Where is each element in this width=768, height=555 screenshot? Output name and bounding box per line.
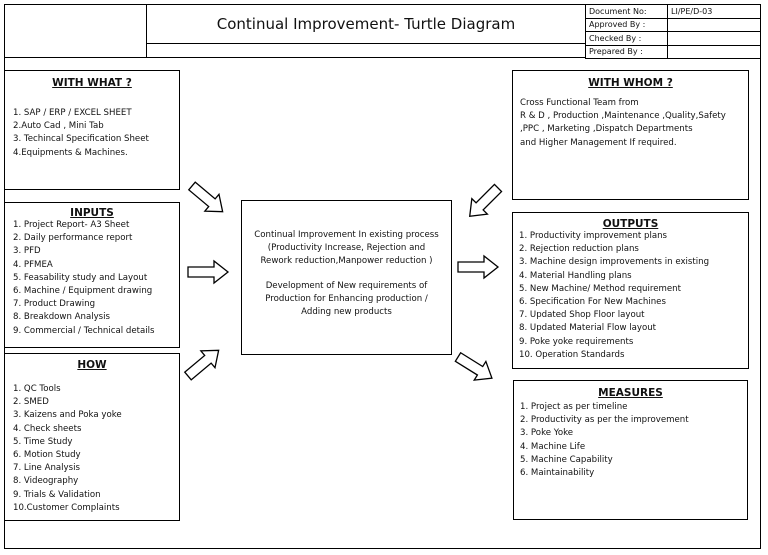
list-item: 5. Feasability study and Layout: [13, 272, 148, 283]
process-line: Production for Enhancing production /: [265, 294, 428, 304]
outputs-list: 1. Productivity improvement plans 2. Rej…: [519, 230, 748, 362]
list-item: 1. SAP / ERP / EXCEL SHEET: [13, 108, 132, 118]
list-item: 2. SMED: [13, 397, 49, 408]
process-line: Continual Improvement In existing proces…: [254, 230, 439, 240]
list-item: 5. New Machine/ Method requirement: [519, 283, 681, 294]
list-item: 3. Kaizens and Poka yoke: [13, 410, 122, 421]
how-title: HOW: [77, 359, 107, 371]
process-line: Development of New requirements of: [265, 281, 428, 291]
list-item: 3. PFD: [13, 246, 41, 257]
list-item: 4. Material Handling plans: [519, 270, 632, 281]
arrow-process-to-measures: [451, 347, 499, 389]
with-what-panel: WITH WHAT ? 1. SAP / ERP / EXCEL SHEET 2…: [4, 70, 180, 190]
list-item: 8. Videography: [13, 476, 79, 487]
list-item: 1. QC Tools: [13, 384, 61, 394]
outputs-title: OUTPUTS: [602, 218, 659, 230]
meta-value: [667, 44, 761, 59]
process-description: Continual Improvement In existing proces…: [242, 229, 451, 268]
list-item: 5. Machine Capability: [520, 454, 613, 465]
list-item: 2. Rejection reduction plans: [519, 244, 639, 255]
list-item: 4. Machine Life: [520, 441, 586, 452]
meta-value: [667, 31, 761, 46]
arrow-how-to-process: [180, 341, 227, 386]
list-item: 8. Breakdown Analysis: [13, 312, 111, 323]
list-item: 9. Trials & Validation: [13, 489, 101, 500]
arrow-with-what-to-process: [184, 176, 231, 221]
list-item: 7. Product Drawing: [13, 299, 96, 310]
list-item: 9. Commercial / Technical details: [13, 325, 155, 336]
list-item: 8. Updated Material Flow layout: [519, 323, 657, 334]
list-item: 6. Motion Study: [13, 450, 81, 461]
arrow-with-whom-to-process: [461, 179, 507, 225]
how-panel: HOW 1. QC Tools 2. SMED 3. Kaizens and P…: [4, 353, 180, 521]
list-item: 4. PFMEA: [13, 259, 53, 270]
list-item: 1. Project as per timeline: [520, 402, 628, 412]
list-item: 5. Time Study: [13, 436, 73, 447]
text-line: and Higher Management If required.: [520, 137, 677, 148]
with-what-list: 1. SAP / ERP / EXCEL SHEET 2.Auto Cad , …: [13, 107, 179, 160]
process-development: Development of New requirements of Produ…: [242, 280, 451, 319]
text-line: Cross Functional Team from: [520, 98, 639, 108]
meta-row: Prepared By :: [585, 44, 761, 59]
process-line: Adding new products: [301, 307, 392, 317]
list-item: 9. Poke yoke requirements: [519, 336, 634, 347]
process-line: (Productivity Increase, Rejection and: [267, 243, 426, 253]
arrow-process-to-outputs: [457, 255, 499, 279]
list-item: 6. Machine / Equipment drawing: [13, 286, 153, 297]
list-item: 3. Poke Yoke: [520, 428, 574, 439]
inputs-panel: INPUTS 1. Project Report- A3 Sheet 2. Da…: [4, 202, 180, 348]
list-item: 4. Check sheets: [13, 423, 82, 434]
document-meta: Document No:LI/PE/D-03 Approved By : Che…: [585, 4, 761, 59]
with-whom-text: Cross Functional Team from R & D , Produ…: [520, 97, 748, 150]
list-item: 6. Maintainability: [520, 468, 595, 479]
with-whom-title: WITH WHOM ?: [588, 77, 673, 89]
text-line: R & D , Production ,Maintenance ,Quality…: [520, 111, 726, 122]
list-item: 2. Productivity as per the improvement: [520, 415, 689, 426]
meta-row: Approved By :: [585, 17, 761, 32]
list-item: 3. Techincal Specification Sheet: [13, 134, 149, 145]
list-item: 2. Daily performance report: [13, 233, 133, 244]
measures-title: MEASURES: [598, 387, 663, 399]
list-item: 4.Equipments & Machines.: [13, 147, 128, 158]
list-item: 7. Updated Shop Floor layout: [519, 310, 645, 321]
arrow-inputs-to-process: [187, 260, 229, 284]
list-item: 10.Customer Complaints: [13, 502, 120, 513]
with-what-title: WITH WHAT ?: [52, 77, 132, 89]
list-item: 2.Auto Cad , Mini Tab: [13, 121, 104, 132]
list-item: 1. Productivity improvement plans: [519, 231, 668, 241]
meta-label: Checked By :: [585, 31, 668, 46]
how-list: 1. QC Tools 2. SMED 3. Kaizens and Poka …: [13, 383, 179, 515]
inputs-list: 1. Project Report- A3 Sheet 2. Daily per…: [13, 219, 179, 338]
inputs-title: INPUTS: [70, 207, 114, 219]
process-line: Rework reduction,Manpower reduction ): [260, 256, 433, 266]
list-item: 1. Project Report- A3 Sheet: [13, 220, 130, 230]
list-item: 7. Line Analysis: [13, 463, 80, 474]
list-item: 3. Machine design improvements in existi…: [519, 257, 710, 268]
list-item: 10. Operation Standards: [519, 349, 625, 360]
text-line: ,PPC , Marketing ,Dispatch Departments: [520, 124, 693, 135]
outputs-panel: OUTPUTS 1. Productivity improvement plan…: [512, 212, 749, 369]
measures-list: 1. Project as per timeline 2. Productivi…: [520, 401, 747, 480]
measures-panel: MEASURES 1. Project as per timeline 2. P…: [513, 380, 748, 520]
with-whom-panel: WITH WHOM ? Cross Functional Team from R…: [512, 70, 749, 200]
meta-row: Checked By :: [585, 31, 761, 46]
process-box: Continual Improvement In existing proces…: [241, 200, 452, 355]
list-item: 6. Specification For New Machines: [519, 297, 666, 308]
